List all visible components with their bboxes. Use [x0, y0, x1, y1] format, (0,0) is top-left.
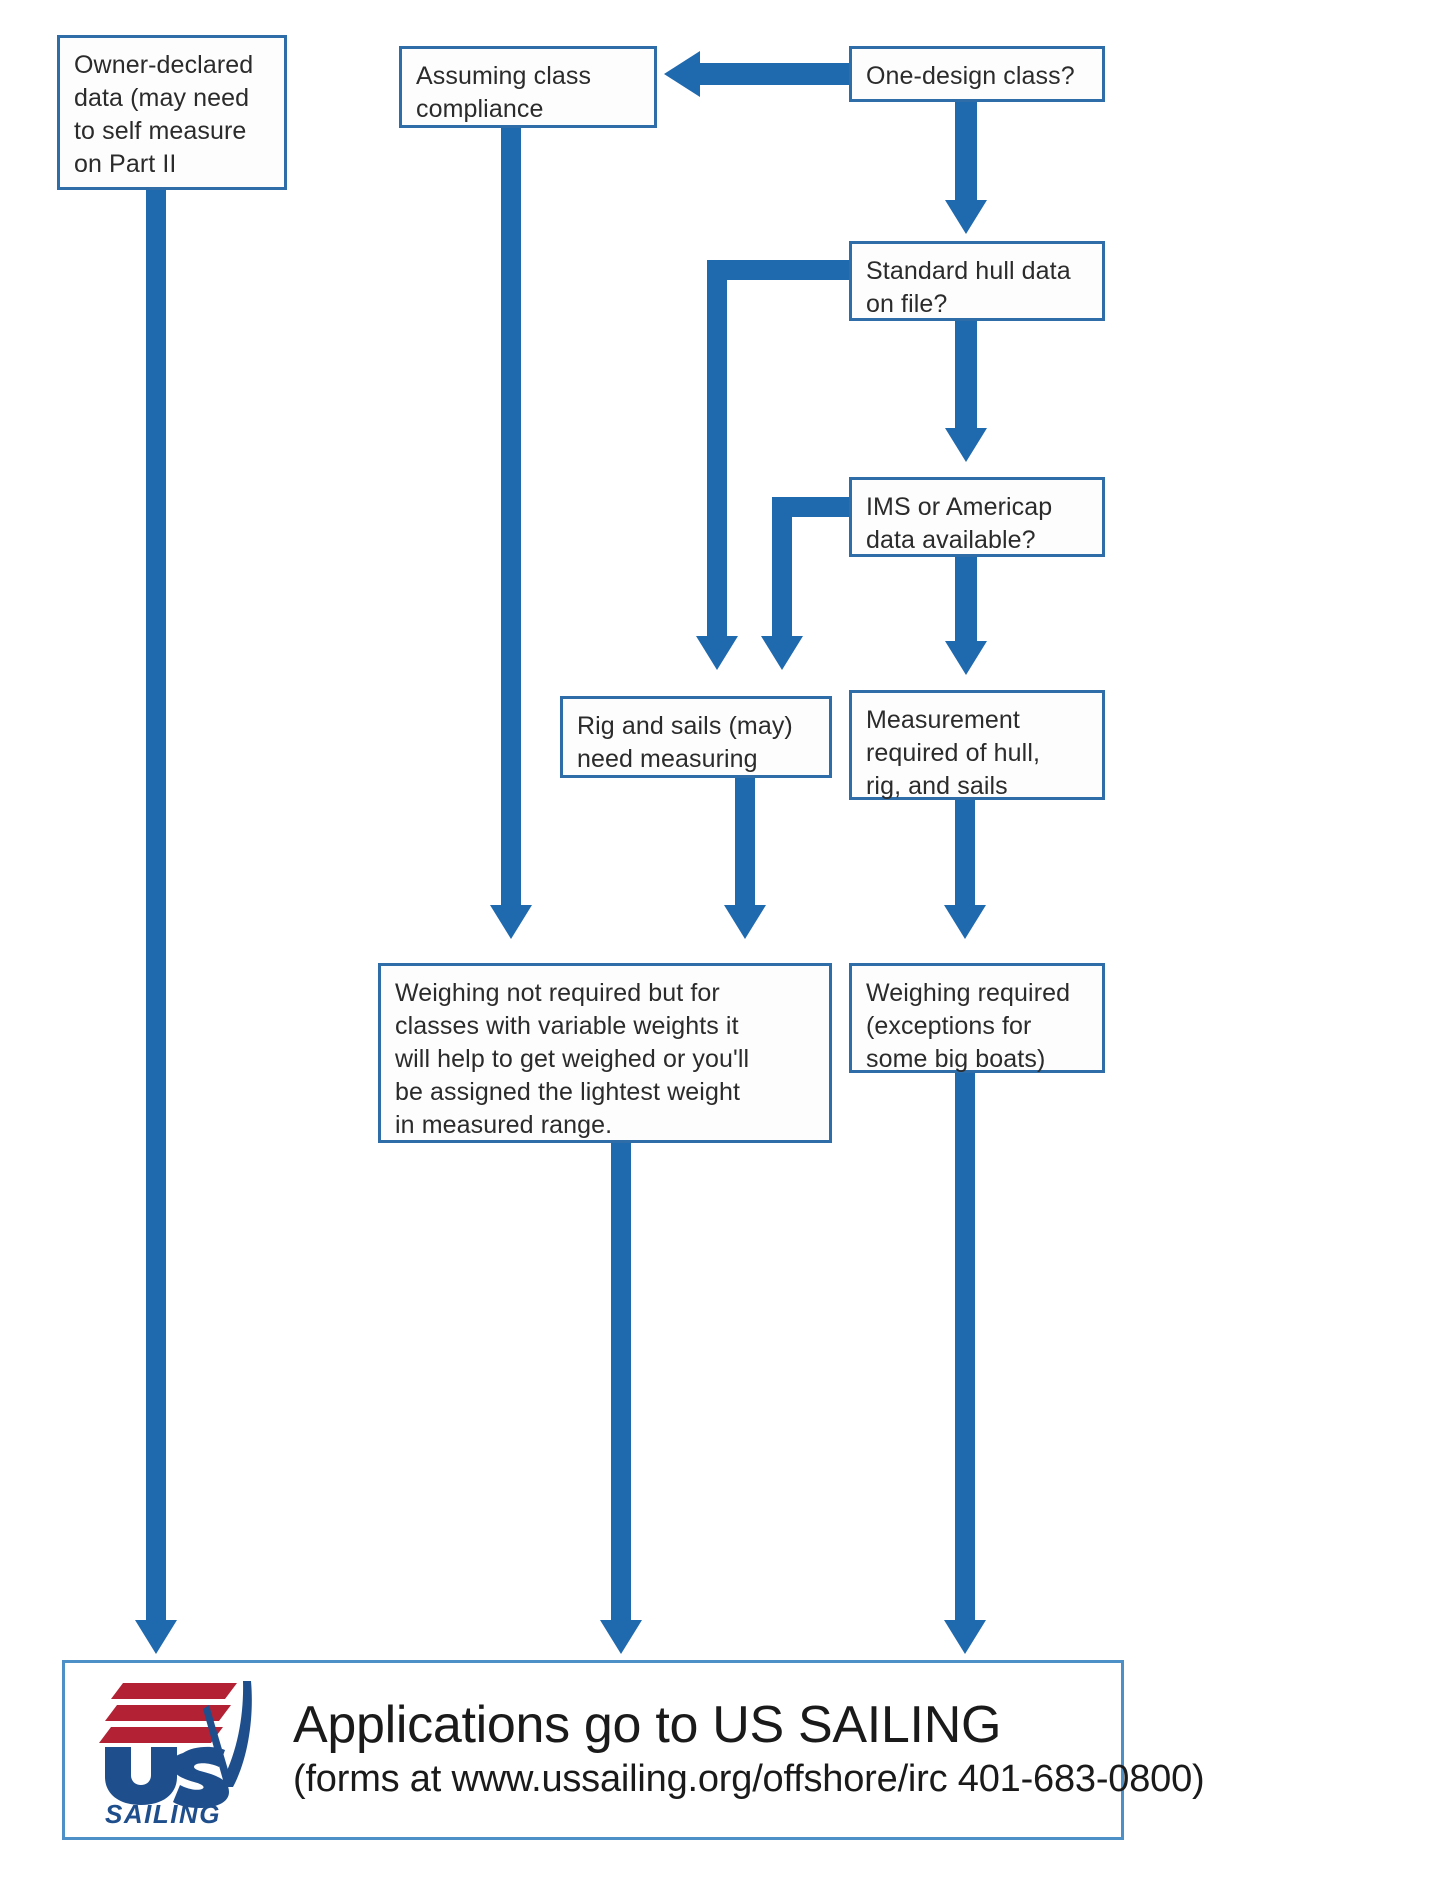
us-sailing-wordmark: SAILING: [105, 1799, 221, 1825]
node-rig-and-sails-label: Rig and sails (may) need measuring: [577, 712, 793, 773]
us-sailing-logo-icon: SAILING: [99, 1681, 252, 1829]
node-weighing-not-required-label: Weighing not required but for classes wi…: [395, 979, 750, 1139]
connector-owner-to-footer: [146, 190, 166, 1622]
arrowhead-assuming-to-weighnot: [490, 905, 532, 939]
node-standard-hull-data-label: Standard hull data on file?: [866, 257, 1071, 318]
connector-ims-down-to-rig: [772, 497, 792, 640]
arrowhead-measurement-to-weighreq: [944, 905, 986, 939]
node-owner-declared[interactable]: Owner-declared data (may need to self me…: [57, 35, 287, 190]
arrowhead-to-stdhull: [945, 200, 987, 234]
connector-assuming-to-weighnot: [501, 128, 521, 908]
arrowhead-to-ims: [945, 428, 987, 462]
footer-text-block: Applications go to US SAILING (forms at …: [293, 1696, 1205, 1803]
arrowhead-to-measurement: [945, 641, 987, 675]
node-assuming-compliance-label: Assuming class compliance: [416, 62, 592, 123]
arrowhead-ims-to-rig: [761, 636, 803, 670]
node-assuming-compliance[interactable]: Assuming class compliance: [399, 46, 657, 128]
connector-measurement-to-weighreq: [955, 800, 975, 910]
node-ims-americap-data[interactable]: IMS or Americap data available?: [849, 477, 1105, 557]
node-measurement-required-label: Measurement required of hull, rig, and s…: [866, 706, 1041, 800]
node-one-design-class-label: One-design class?: [866, 62, 1075, 90]
us-sailing-logo: SAILING: [91, 1675, 271, 1829]
node-rig-and-sails[interactable]: Rig and sails (may) need measuring: [560, 696, 832, 778]
connector-onedesign-to-stdhull: [955, 102, 977, 207]
node-standard-hull-data[interactable]: Standard hull data on file?: [849, 241, 1105, 321]
connector-ims-left-segment: [772, 497, 852, 517]
node-owner-declared-label: Owner-declared data (may need to self me…: [74, 51, 254, 178]
arrowhead-owner-to-footer: [135, 1620, 177, 1654]
node-measurement-required[interactable]: Measurement required of hull, rig, and s…: [849, 690, 1105, 800]
arrowhead-weighnot-to-footer: [600, 1620, 642, 1654]
arrowhead-rig-to-weighnot: [724, 905, 766, 939]
arrowhead-stdhull-to-rig: [696, 636, 738, 670]
footer-subline: (forms at www.ussailing.org/offshore/irc…: [293, 1758, 1205, 1800]
arrowhead-weighreq-to-footer: [944, 1620, 986, 1654]
node-weighing-required[interactable]: Weighing required (exceptions for some b…: [849, 963, 1105, 1073]
connector-weighreq-to-footer: [955, 1073, 975, 1622]
connector-rig-to-weighnot: [735, 778, 755, 908]
connector-ims-to-measurement: [955, 557, 977, 647]
connector-stdhull-to-ims: [955, 321, 977, 431]
footer-banner[interactable]: SAILING Applications go to US SAILING (f…: [62, 1660, 1205, 1840]
connector-onedesign-to-assuming: [700, 63, 852, 85]
connector-stdhull-down-to-rig: [707, 260, 727, 640]
arrowhead-to-assuming: [664, 51, 700, 97]
node-ims-americap-data-label: IMS or Americap data available?: [866, 493, 1053, 554]
footer-headline: Applications go to US SAILING: [293, 1696, 1002, 1754]
node-one-design-class[interactable]: One-design class?: [849, 46, 1105, 102]
connector-weighnot-to-footer: [611, 1143, 631, 1622]
connector-stdhull-left-segment: [707, 260, 852, 280]
node-weighing-required-label: Weighing required (exceptions for some b…: [866, 979, 1071, 1073]
node-weighing-not-required[interactable]: Weighing not required but for classes wi…: [378, 963, 832, 1143]
